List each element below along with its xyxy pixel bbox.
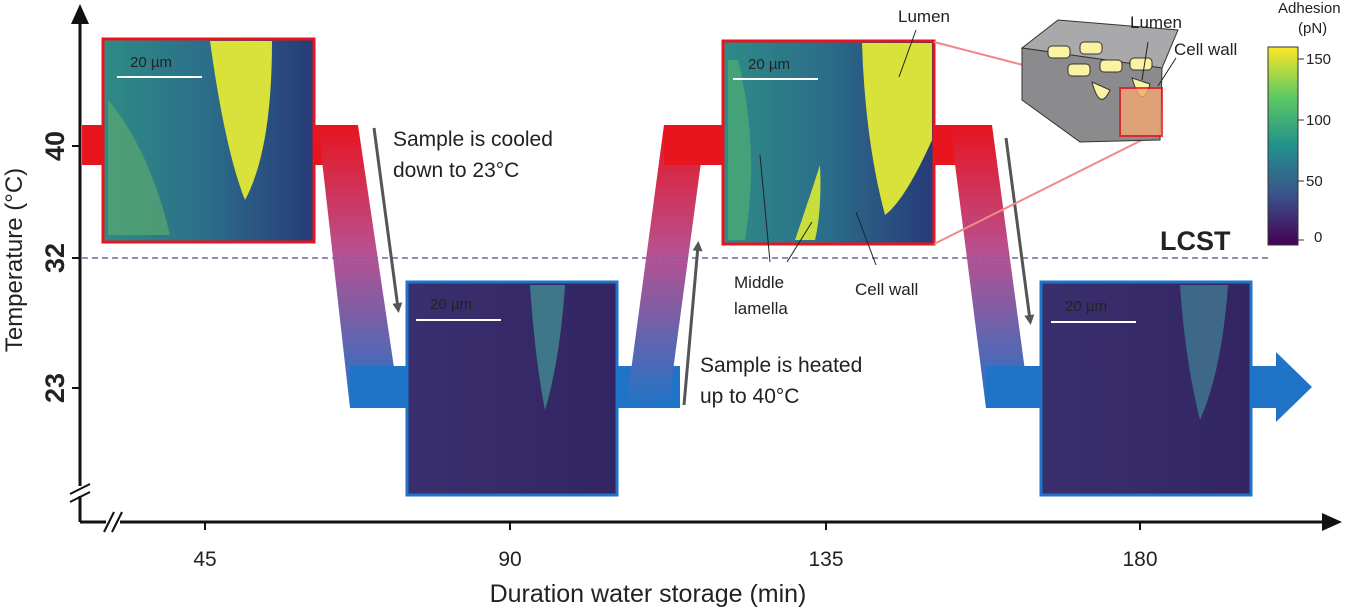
continuation-arrow-head bbox=[1276, 352, 1312, 422]
colorbar-tick-50: 50 bbox=[1306, 173, 1323, 190]
cooling-arrow bbox=[372, 127, 403, 313]
x-axis-label: Duration water storage (min) bbox=[490, 580, 807, 608]
cell-wall-label: Cell wall bbox=[855, 280, 918, 299]
x-tick-90: 90 bbox=[498, 548, 521, 571]
heated-text-line2: up to 40°C bbox=[700, 385, 799, 408]
cooled-text-line2: down to 23°C bbox=[393, 159, 519, 182]
cooling-ramp-2 bbox=[950, 125, 1030, 408]
wood-cell-illustration bbox=[1020, 19, 1179, 143]
y-tick-40: 40 bbox=[40, 131, 70, 161]
axis-breaks bbox=[69, 483, 123, 533]
inset-zoom-line-bottom bbox=[933, 131, 1159, 245]
heating-arrow bbox=[682, 241, 703, 406]
cooling-arrow-2 bbox=[1004, 137, 1035, 325]
middle-lamella-line1: Middle bbox=[734, 273, 784, 292]
inset-lumen-label: Lumen bbox=[1130, 13, 1182, 32]
x-tick-45: 45 bbox=[193, 548, 216, 571]
afm-image-hot-1: 20 µm bbox=[101, 37, 316, 244]
afm-image-hot-2: 20 µm bbox=[721, 39, 936, 246]
scale-bar-label: 20 µm bbox=[1065, 298, 1107, 315]
lcst-label: LCST bbox=[1160, 226, 1231, 256]
inset-cell-wall-label: Cell wall bbox=[1174, 40, 1237, 59]
y-axis-ticks bbox=[72, 145, 80, 389]
colorbar-title-line1: Adhesion bbox=[1278, 0, 1341, 17]
scale-bar-label: 20 µm bbox=[130, 54, 172, 71]
y-tick-32: 32 bbox=[40, 243, 70, 273]
colorbar-tick-0: 0 bbox=[1314, 229, 1322, 246]
x-axis-arrowhead bbox=[1322, 513, 1342, 531]
x-tick-135: 135 bbox=[808, 548, 843, 571]
cooled-text-line1: Sample is cooled bbox=[393, 128, 553, 151]
afm-image-cold-1: 20 µm bbox=[405, 280, 619, 497]
scale-bar-label: 20 µm bbox=[748, 56, 790, 73]
cooling-ramp-1 bbox=[318, 125, 400, 408]
colorbar-tick-150: 150 bbox=[1306, 51, 1331, 68]
heating-ramp-1 bbox=[626, 125, 706, 408]
colorbar-tick-100: 100 bbox=[1306, 112, 1331, 129]
y-tick-23: 23 bbox=[40, 373, 70, 403]
scale-bar-label: 20 µm bbox=[430, 296, 472, 313]
afm-image-cold-2: 20 µm bbox=[1039, 280, 1253, 497]
y-axis-arrowhead bbox=[71, 4, 89, 24]
x-tick-180: 180 bbox=[1122, 548, 1157, 571]
lumen-label: Lumen bbox=[898, 7, 950, 26]
y-axis-label: Temperature (°C) bbox=[1, 168, 28, 352]
x-axis-ticks bbox=[204, 522, 1141, 530]
colorbar-title-line2: (pN) bbox=[1298, 20, 1327, 37]
axes bbox=[78, 24, 1330, 524]
middle-lamella-line2: lamella bbox=[734, 299, 788, 318]
label-pointers bbox=[759, 29, 917, 266]
adhesion-colorbar bbox=[1267, 46, 1304, 246]
heated-text-line1: Sample is heated bbox=[700, 354, 862, 377]
